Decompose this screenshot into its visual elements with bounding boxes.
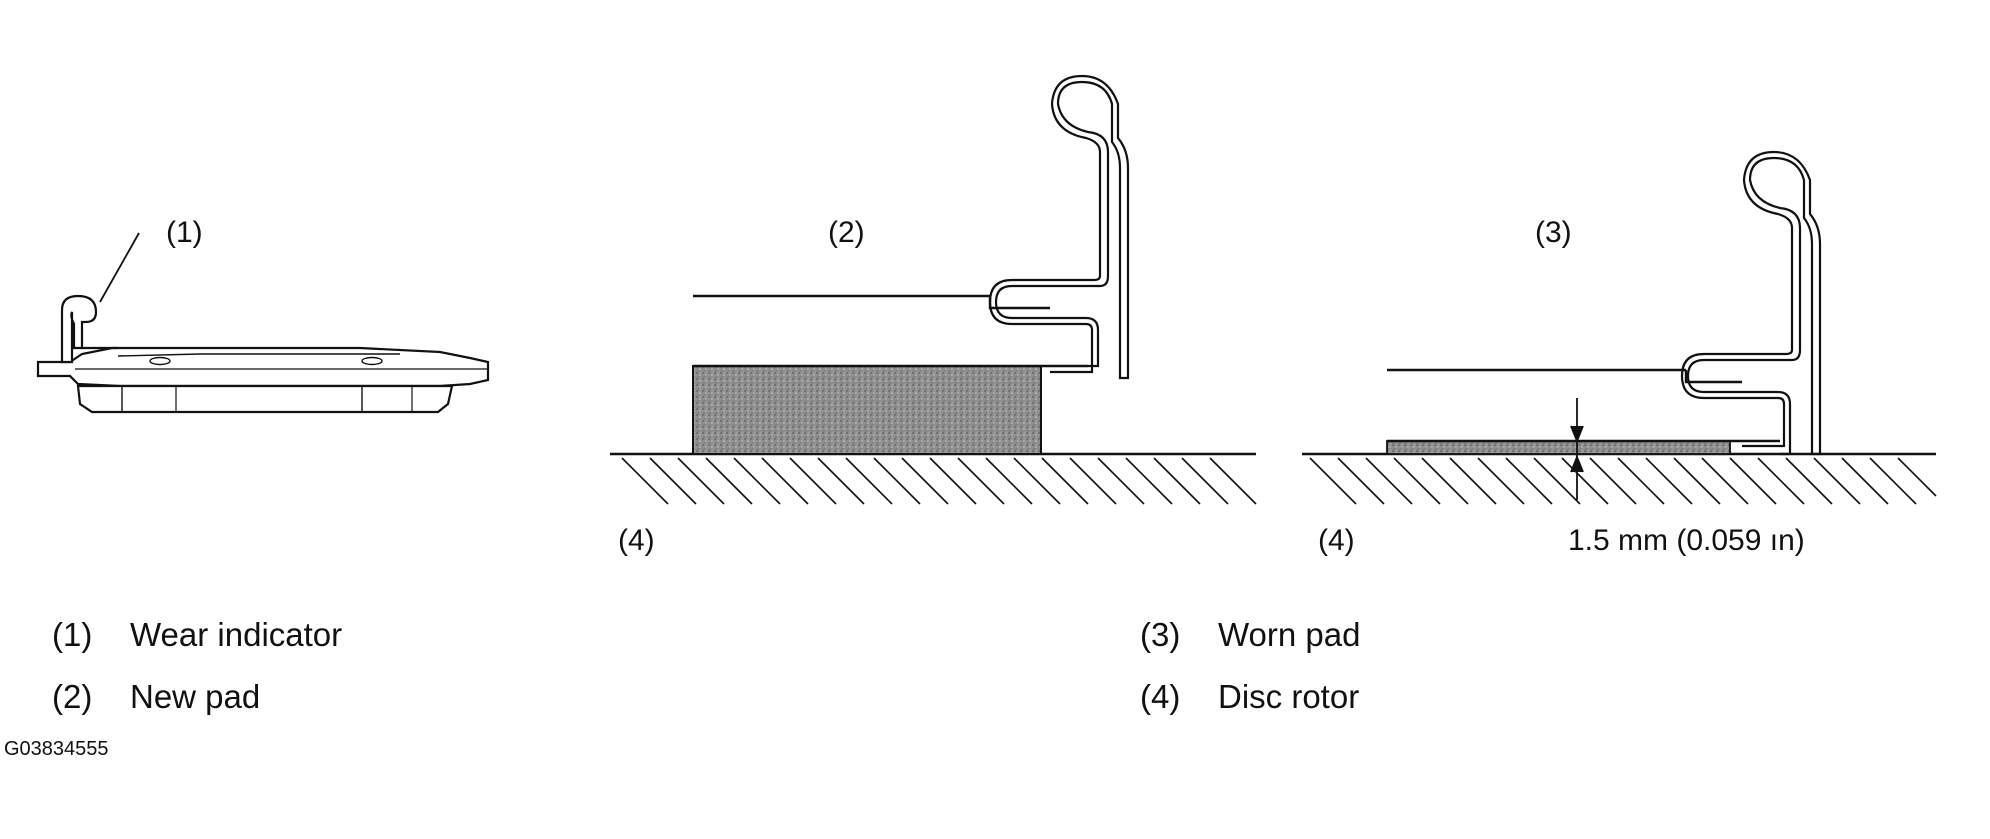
legend-label: Disc rotor	[1218, 678, 1360, 715]
legend-label: Worn pad	[1218, 616, 1361, 653]
legend-number: (3)	[1140, 616, 1181, 653]
legend-item: (1) Wear indicator	[52, 618, 342, 651]
new-pad-section	[610, 74, 1257, 505]
callout-label-2: (2)	[828, 216, 865, 249]
new-friction-material	[692, 365, 1042, 455]
new-wear-indicator	[988, 74, 1130, 380]
callout-label-1: (1)	[166, 216, 203, 249]
legend-item: (3) Worn pad	[1140, 618, 1360, 651]
callout-label-3: (3)	[1535, 216, 1572, 249]
legend-label: New pad	[130, 678, 261, 715]
legend-label: Wear indicator	[130, 616, 343, 653]
thickness-dimension	[1570, 398, 1584, 500]
worn-wear-indicator	[1680, 150, 1822, 456]
worn-friction-material	[1386, 440, 1731, 455]
figure-id: G03834555	[4, 738, 109, 760]
worn-pad-section	[1302, 150, 1937, 505]
rotor-hatching-left	[621, 457, 1257, 505]
measurement-label: 1.5 mm (0.059 ın)	[1568, 524, 1805, 557]
callout-label-4-left: (4)	[618, 524, 655, 557]
callout-label-4-right: (4)	[1318, 524, 1355, 557]
rotor-hatching-right	[1309, 457, 1937, 505]
legend-item: (4) Disc rotor	[1140, 680, 1359, 713]
legend-number: (1)	[52, 616, 93, 653]
legend-number: (4)	[1140, 678, 1181, 715]
pad-side-view	[36, 232, 490, 414]
legend-item: (2) New pad	[52, 680, 260, 713]
legend-number: (2)	[52, 678, 93, 715]
